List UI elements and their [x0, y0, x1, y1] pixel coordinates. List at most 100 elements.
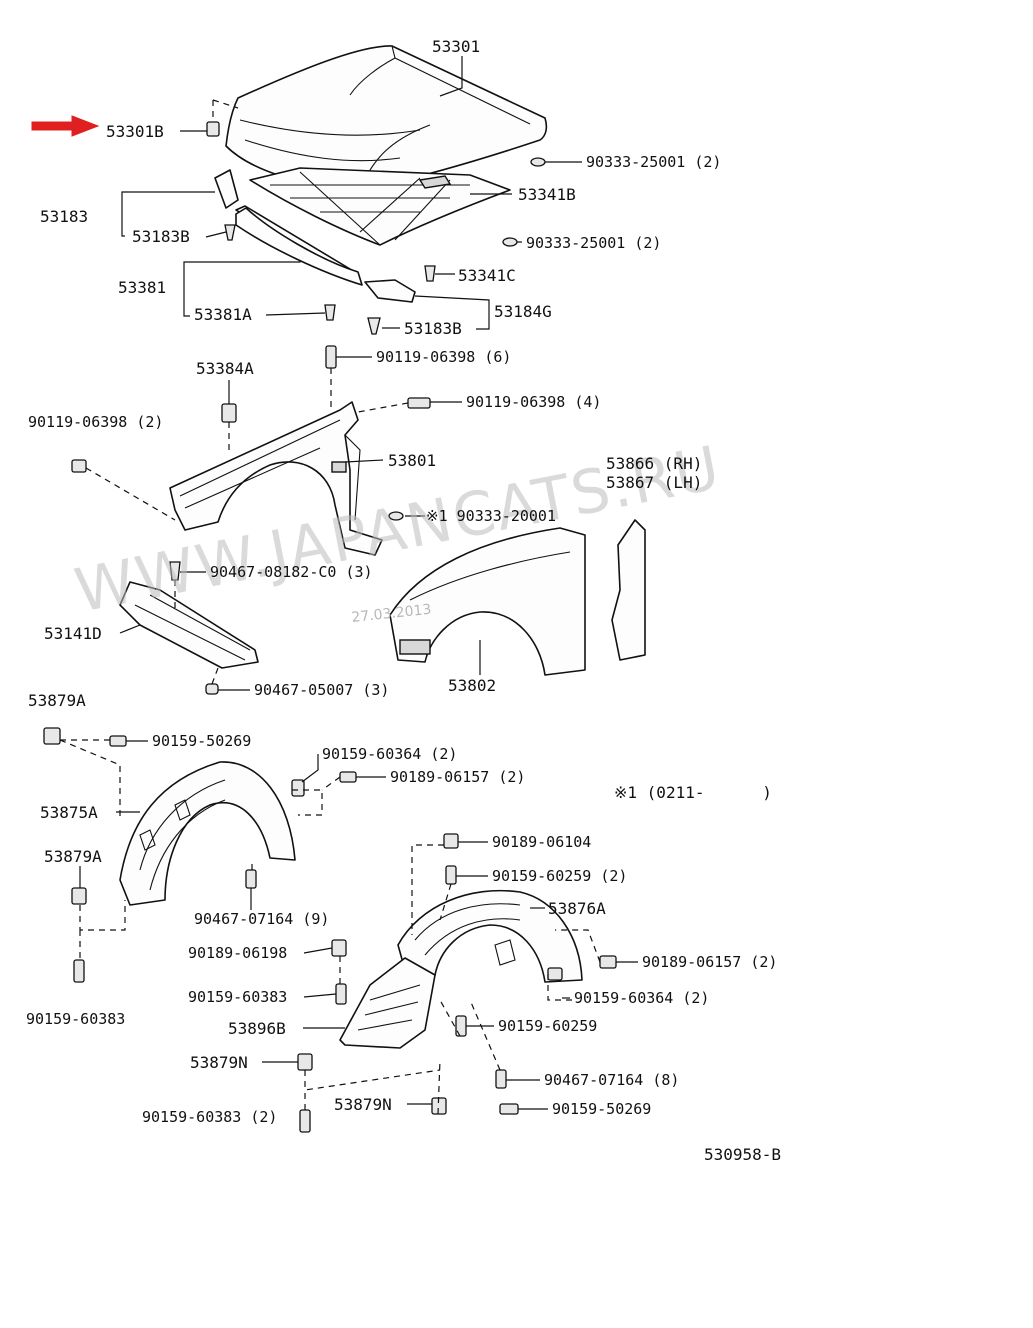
- clip-90467-07164-left[interactable]: [245, 869, 257, 889]
- callout-53875a[interactable]: 53875A: [40, 803, 98, 822]
- clip-90467-05007[interactable]: [205, 683, 219, 695]
- callout-90467-08182[interactable]: 90467-08182-C0 (3): [210, 563, 373, 581]
- fender-apron[interactable]: [169, 401, 383, 556]
- callout-53183[interactable]: 53183: [40, 207, 88, 226]
- callout-53896b[interactable]: 53896B: [228, 1019, 286, 1038]
- washer-90333-lower[interactable]: [502, 237, 518, 247]
- callout-53141d[interactable]: 53141D: [44, 624, 102, 643]
- front-fender[interactable]: [389, 527, 586, 676]
- callout-53183b-lower[interactable]: 53183B: [404, 319, 462, 338]
- screw-90159-60383-bottom[interactable]: [299, 1109, 311, 1133]
- callout-90159-60383-left[interactable]: 90159-60383: [26, 1010, 125, 1028]
- clip-90189-06198[interactable]: [331, 939, 347, 957]
- callout-53879n-left[interactable]: 53879N: [190, 1053, 248, 1072]
- callout-90119-06398-2[interactable]: 90119-06398 (2): [28, 413, 163, 431]
- rear-liner-53876a[interactable]: [397, 889, 583, 983]
- callout-53183b-upper[interactable]: 53183B: [132, 227, 190, 246]
- screw-90159-60383-mid[interactable]: [335, 983, 347, 1005]
- callout-90159-60259-low[interactable]: 90159-60259: [498, 1017, 597, 1035]
- callout-53301[interactable]: 53301: [432, 37, 480, 56]
- screw-90189-06157-right[interactable]: [599, 955, 617, 969]
- bolt-90119-left[interactable]: [71, 459, 87, 473]
- washer-90333-20001[interactable]: [388, 511, 404, 521]
- screw-90189-06157-left[interactable]: [339, 771, 357, 783]
- clip-53183b[interactable]: [224, 224, 236, 241]
- callout-labels: 53301 53301B 90333-25001 (2) 53341B 5318…: [26, 37, 777, 1126]
- callout-90189-06157-left[interactable]: 90189-06157 (2): [390, 768, 525, 786]
- callout-53381a[interactable]: 53381A: [194, 305, 252, 324]
- callout-53381[interactable]: 53381: [118, 278, 166, 297]
- callout-90159-60364-left[interactable]: 90159-60364 (2): [322, 745, 457, 763]
- callout-90189-06157-right[interactable]: 90189-06157 (2): [642, 953, 777, 971]
- clip-90189-06104[interactable]: [443, 833, 459, 849]
- hood-seal-53184g[interactable]: [364, 279, 416, 303]
- hood-lock-support[interactable]: [235, 207, 363, 286]
- callout-90467-07164-9[interactable]: 90467-07164 (9): [194, 910, 329, 928]
- callout-53341b[interactable]: 53341B: [518, 185, 576, 204]
- clip-53879a-mid[interactable]: [71, 887, 87, 905]
- radiator-support-cover[interactable]: [119, 581, 259, 669]
- fender-seal[interactable]: [611, 519, 646, 661]
- hood-insulator[interactable]: [249, 167, 511, 246]
- callout-53879n-right[interactable]: 53879N: [334, 1095, 392, 1114]
- callout-90333-25001-lower[interactable]: 90333-25001 (2): [526, 234, 661, 252]
- callout-90333-20001[interactable]: ※1 90333-20001: [426, 507, 556, 525]
- callout-53802[interactable]: 53802: [448, 676, 496, 695]
- callout-53876a[interactable]: 53876A: [548, 899, 606, 918]
- callout-90159-60364-right[interactable]: 90159-60364 (2): [574, 989, 709, 1007]
- bolt-90119-top[interactable]: [325, 345, 337, 369]
- screw-90159-60383-left[interactable]: [73, 959, 85, 983]
- callout-53801[interactable]: 53801: [388, 451, 436, 470]
- front-liner-53875a[interactable]: [119, 761, 296, 906]
- footnote-range: ※1 (0211- ): [614, 783, 772, 802]
- callout-53341c[interactable]: 53341C: [458, 266, 516, 285]
- clip-53183b-lower[interactable]: [367, 317, 381, 335]
- highlight-arrow-icon: [31, 115, 100, 137]
- leader-lines: [79, 56, 638, 1110]
- callout-53879a-mid[interactable]: 53879A: [44, 847, 102, 866]
- callout-53866[interactable]: 53866 (RH): [606, 454, 702, 473]
- clip-53381a[interactable]: [324, 304, 336, 321]
- guide-lines-left-liner: [59, 739, 341, 960]
- callout-90159-60383-mid[interactable]: 90159-60383: [188, 988, 287, 1006]
- guide-line-hood: [212, 99, 239, 120]
- clip-53879n-left[interactable]: [297, 1053, 313, 1071]
- screw-90159-60364[interactable]: [291, 779, 305, 797]
- callout-90119-06398-4[interactable]: 90119-06398 (4): [466, 393, 601, 411]
- callout-53184g[interactable]: 53184G: [494, 302, 552, 321]
- callout-90159-60383-bottom[interactable]: 90159-60383 (2): [142, 1108, 277, 1126]
- clip-90467-07164-right[interactable]: [495, 1069, 507, 1089]
- callout-53301b[interactable]: 53301B: [106, 122, 164, 141]
- screw-90159-60259-low[interactable]: [455, 1015, 467, 1037]
- hood-panel[interactable]: [225, 45, 548, 191]
- callout-90159-50269-bottom[interactable]: 90159-50269: [552, 1100, 651, 1118]
- callout-90159-50269-top[interactable]: 90159-50269: [152, 732, 251, 750]
- clip-53879a-top[interactable]: [43, 727, 61, 745]
- hood-cushion-53301b[interactable]: [206, 121, 220, 137]
- clip-90467-08182[interactable]: [169, 561, 181, 581]
- callout-53384a[interactable]: 53384A: [196, 359, 254, 378]
- screw-90159-50269-bottom[interactable]: [499, 1103, 519, 1115]
- callout-90467-05007[interactable]: 90467-05007 (3): [254, 681, 389, 699]
- screw-90159-50269-top[interactable]: [109, 735, 127, 747]
- mudguard-53896b[interactable]: [339, 957, 436, 1049]
- figure-code: 530958-B: [704, 1145, 781, 1164]
- callout-90159-60259-top[interactable]: 90159-60259 (2): [492, 867, 627, 885]
- bolt-90119-right[interactable]: [407, 397, 431, 409]
- callout-53867[interactable]: 53867 (LH): [606, 473, 702, 492]
- callout-90189-06104[interactable]: 90189-06104: [492, 833, 591, 851]
- callout-90467-07164-8[interactable]: 90467-07164 (8): [544, 1071, 679, 1089]
- clip-53341c[interactable]: [424, 265, 436, 282]
- callout-53879a-top[interactable]: 53879A: [28, 691, 86, 710]
- bolt-53384a[interactable]: [221, 403, 237, 423]
- guide-lines-right-liner: [304, 844, 601, 1115]
- guide-lines-cover: [174, 580, 219, 685]
- callout-90189-06198[interactable]: 90189-06198: [188, 944, 287, 962]
- callout-90333-25001-upper[interactable]: 90333-25001 (2): [586, 153, 721, 171]
- callout-90119-06398-6[interactable]: 90119-06398 (6): [376, 348, 511, 366]
- screw-90159-60364-right[interactable]: [547, 967, 563, 981]
- washer-90333-upper[interactable]: [530, 157, 546, 167]
- screw-90159-60259-top[interactable]: [445, 865, 457, 885]
- guide-lines-apron: [85, 368, 409, 521]
